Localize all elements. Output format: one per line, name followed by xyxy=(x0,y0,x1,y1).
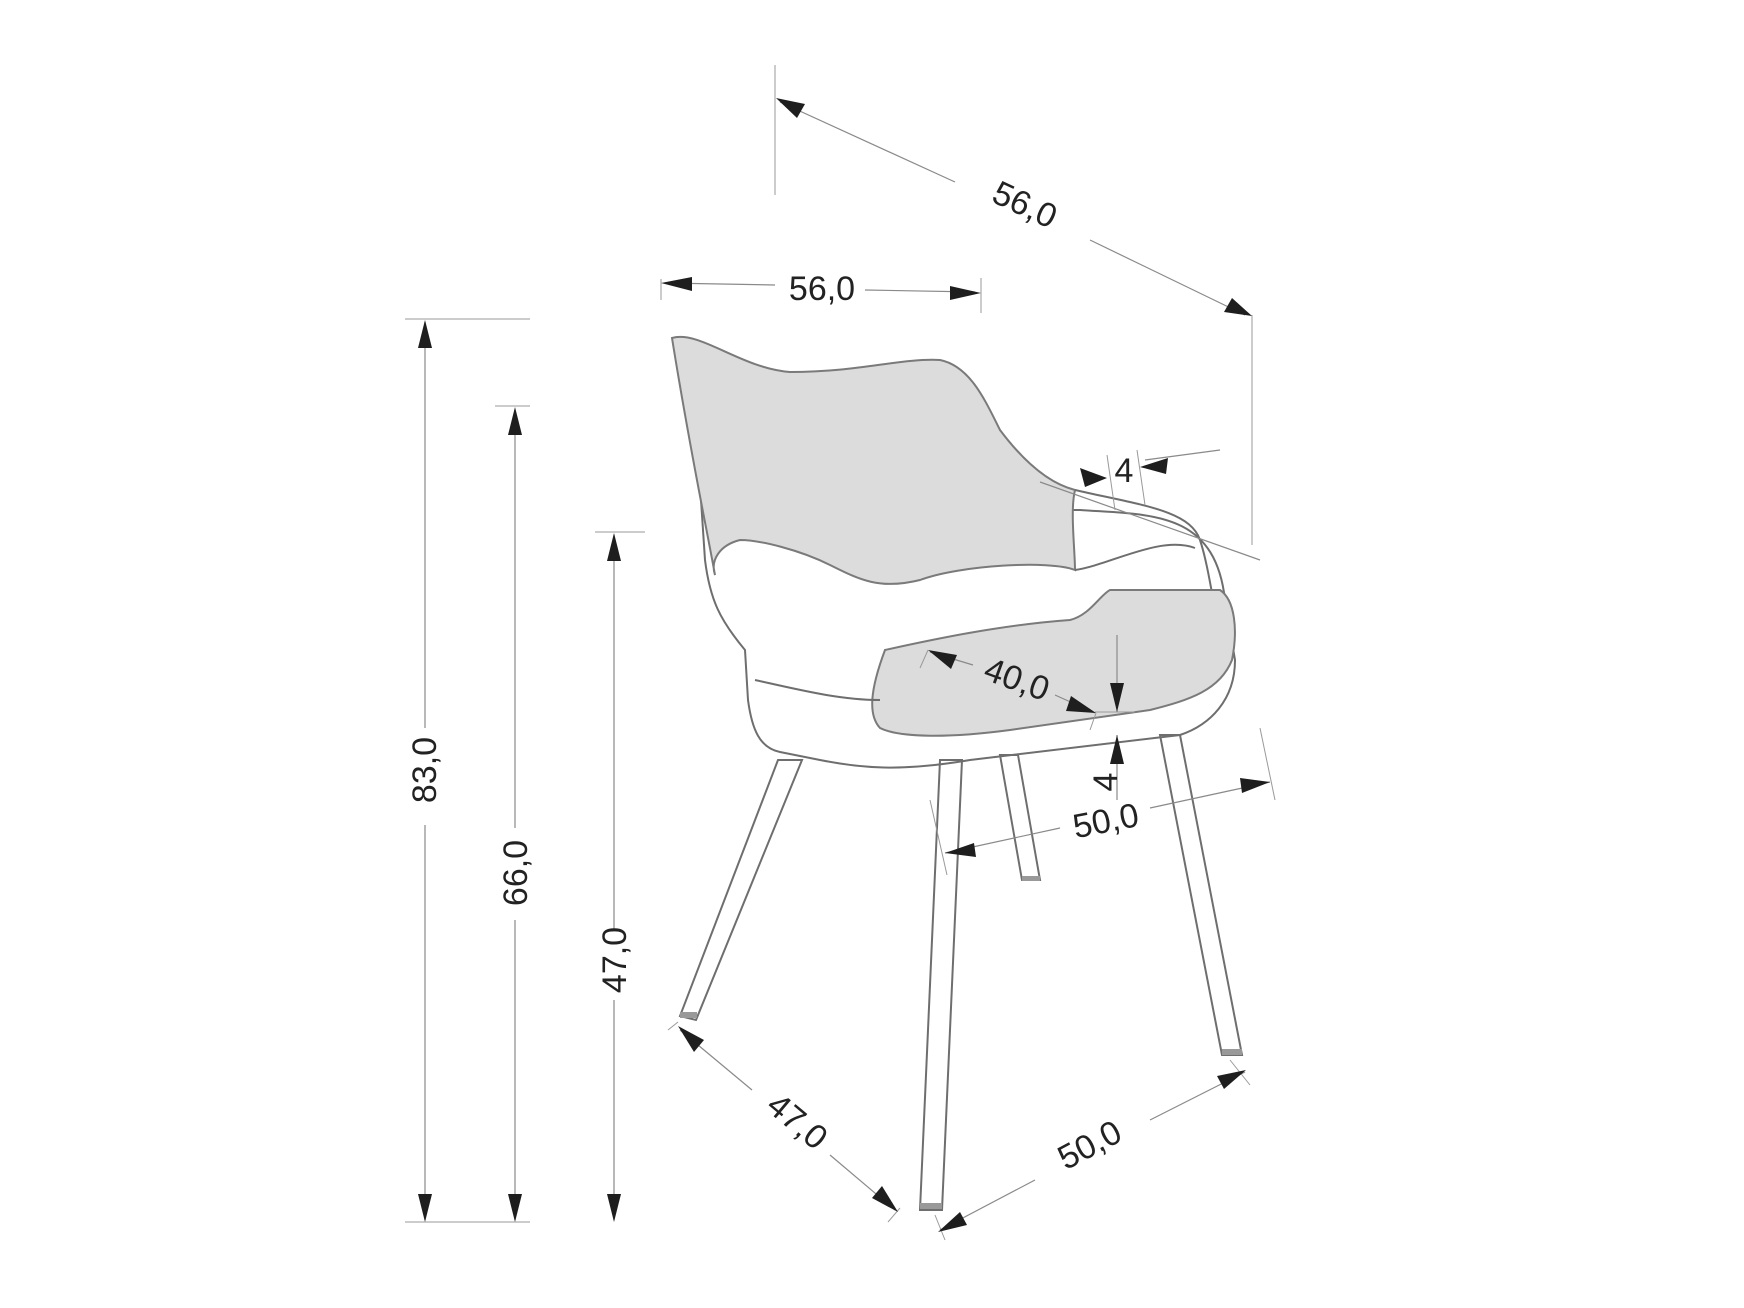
dim-leg-span: 50,0 xyxy=(929,727,1276,876)
dim-armrest-height: 66,0 xyxy=(495,405,535,1222)
dim-label-seat-height: 47,0 xyxy=(596,927,634,993)
dim-label-overall-height: 83,0 xyxy=(406,737,444,803)
dim-label-seat-thickness: 4 xyxy=(1087,773,1125,792)
dim-label-base-width: 50,0 xyxy=(1052,1113,1128,1178)
dim-label-armrest-height: 66,0 xyxy=(497,840,535,906)
dim-overall-width: 56,0 xyxy=(660,270,982,313)
chair-backrest xyxy=(670,335,1077,586)
dim-label-leg-span: 50,0 xyxy=(1070,796,1142,846)
chair-seat xyxy=(871,589,1236,737)
chair-drawing xyxy=(670,335,1244,1211)
dim-base-width: 50,0 xyxy=(934,1059,1251,1241)
dim-seat-height: 47,0 xyxy=(595,531,645,1222)
dim-seat-thickness: 4 xyxy=(1087,635,1135,800)
dim-backrest-thickness: 4 xyxy=(1039,449,1261,561)
dim-overall-height: 83,0 xyxy=(405,318,530,1223)
dim-label-base-depth: 47,0 xyxy=(760,1086,835,1158)
dim-base-depth: 47,0 xyxy=(667,1021,901,1223)
dim-label-overall-depth: 56,0 xyxy=(987,174,1063,236)
dim-label-backrest-thickness: 4 xyxy=(1115,452,1134,490)
dim-label-overall-width: 56,0 xyxy=(789,270,855,308)
